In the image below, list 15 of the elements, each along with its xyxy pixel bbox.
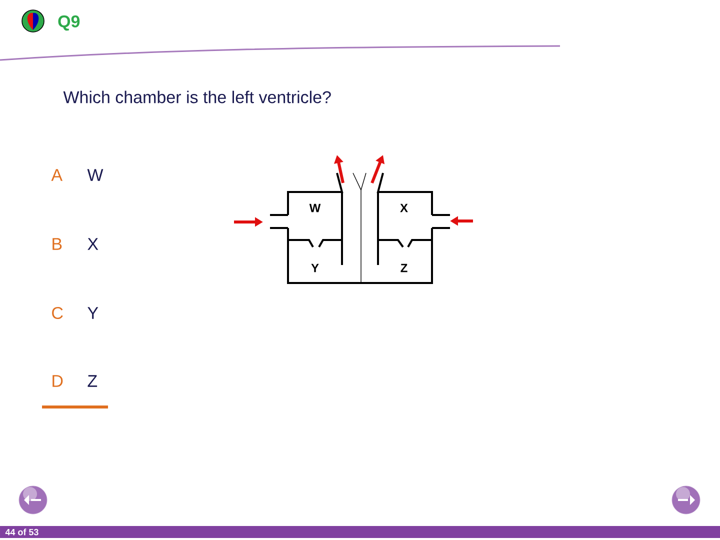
option-answer: Y	[88, 307, 98, 319]
chamber-label: W	[309, 204, 321, 212]
title: Q9	[58, 15, 80, 31]
option-letter: C	[52, 306, 63, 320]
chamber-label: Z	[400, 264, 408, 272]
page-number: 44 of 53	[5, 528, 38, 536]
option-letter: B	[52, 238, 62, 250]
option-letter: D	[52, 375, 63, 387]
chamber-label: Y	[311, 264, 319, 272]
option-answer: W	[87, 169, 104, 181]
chamber-label: X	[400, 204, 408, 212]
option-answer: X	[88, 238, 98, 250]
question-text: Which chamber is the left ventricle?	[63, 90, 331, 104]
option-letter: A	[51, 169, 63, 181]
option-answer: Z	[88, 375, 98, 387]
